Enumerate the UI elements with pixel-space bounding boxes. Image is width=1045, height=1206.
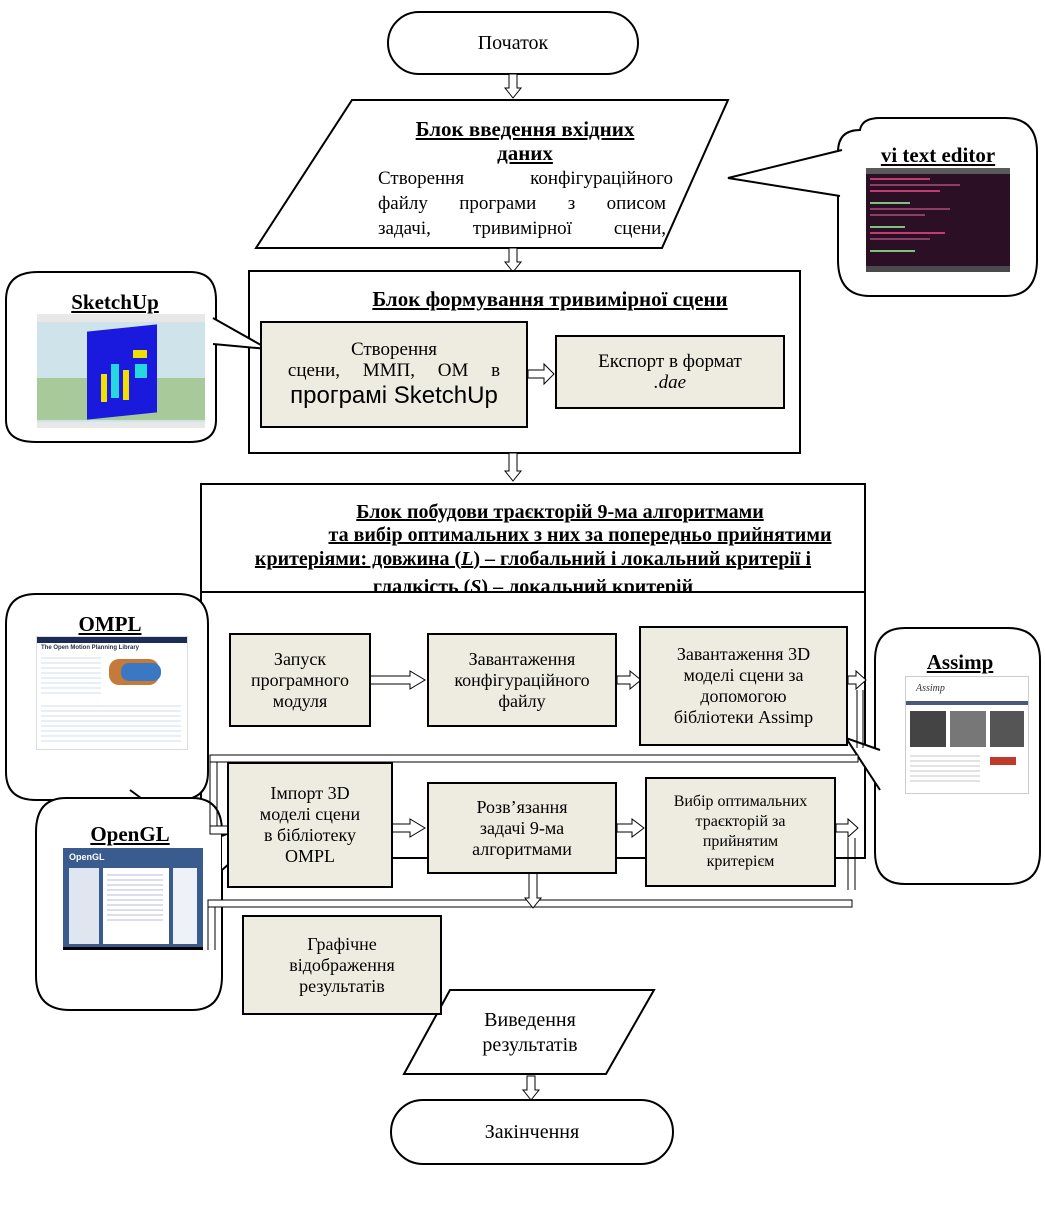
load-model-line: Завантаження 3D bbox=[676, 644, 811, 664]
output-line1: Виведення bbox=[484, 1009, 576, 1031]
assimp-callout-title: Assimp bbox=[926, 650, 994, 674]
end-terminal-shape bbox=[390, 1099, 674, 1165]
sketchup-screenshot bbox=[37, 314, 205, 428]
display-line: Графічне bbox=[307, 933, 377, 954]
import-line: в бібліотеку bbox=[264, 825, 356, 845]
input-block-text-line2: файлу програми з описом bbox=[378, 193, 666, 214]
trajectory-title-frame bbox=[200, 483, 866, 597]
input-block-shape bbox=[254, 99, 730, 249]
display-line: результатів bbox=[299, 975, 385, 996]
choose-line: Вибір оптимальних bbox=[673, 793, 808, 810]
trajectory-title-line1: Блок побудови траєкторій 9-ма алгоритмам… bbox=[356, 501, 764, 523]
ompl-screenshot: The Open Motion Planning Library bbox=[36, 636, 188, 750]
output-shape bbox=[402, 989, 656, 1075]
launch-line: Запуск bbox=[273, 648, 327, 669]
load-model-box: Завантаження 3D моделі сцени за допомого… bbox=[639, 626, 848, 746]
trajectory-title-line2: та вибір оптимальних з них за попередньо… bbox=[328, 524, 832, 546]
load-config-box: Завантаження конфігураційного файлу bbox=[427, 633, 617, 727]
assimp-screenshot: Assimp bbox=[905, 676, 1029, 794]
load-config-line: Завантаження bbox=[468, 648, 576, 669]
load-model-line: допомогою bbox=[700, 686, 787, 706]
input-block-title-line2: даних bbox=[497, 141, 553, 165]
opengl-screenshot: OpenGL bbox=[63, 848, 203, 950]
end-label: Закінчення bbox=[484, 1121, 580, 1143]
input-block-text-line1: Створення конфігураційного bbox=[378, 168, 673, 189]
load-model-line: бібліотеки Assimp bbox=[673, 707, 814, 727]
load-config-line: файлу bbox=[498, 690, 546, 711]
solve-line: алгоритмами bbox=[472, 838, 572, 859]
export-line2: .dae bbox=[653, 372, 687, 393]
launch-line: програмного bbox=[251, 669, 349, 690]
scene-block-title: Блок формування тривимірної сцени bbox=[372, 287, 728, 311]
input-block-title-line1: Блок введення вхідних bbox=[415, 117, 635, 141]
ompl-heading: The Open Motion Planning Library bbox=[41, 645, 140, 651]
output-line2: результатів bbox=[482, 1034, 578, 1056]
display-line: відображення bbox=[289, 954, 395, 975]
choose-optimal-box: Вибір оптимальних траєкторій за прийняти… bbox=[645, 777, 836, 887]
ompl-callout-title: OMPL bbox=[78, 612, 142, 636]
trajectory-title-line4: гладкість (S) – локальний критерій bbox=[372, 576, 694, 592]
vi-callout-title: vi text editor bbox=[880, 143, 996, 167]
start-label: Початок bbox=[477, 32, 549, 54]
solve-line: Розв’язання bbox=[476, 796, 568, 817]
launch-module-box: Запуск програмного модуля bbox=[229, 633, 371, 727]
hollow-arrow bbox=[503, 73, 523, 99]
opengl-callout-title: OpenGL bbox=[90, 822, 170, 846]
assimp-heading: Assimp bbox=[916, 683, 945, 694]
export-line1: Експорт в формат bbox=[598, 351, 742, 372]
load-config-line: конфігураційного bbox=[454, 669, 590, 690]
load-model-line: моделі сцени за bbox=[683, 665, 804, 685]
create-scene-box: Створення сцени, ММП, ОМ в програмі Sket… bbox=[260, 321, 528, 428]
display-results-box: Графічне відображення результатів bbox=[242, 915, 442, 1015]
create-scene-line1: Створення bbox=[350, 338, 438, 360]
create-scene-line3: програмі SketchUp bbox=[290, 381, 498, 409]
solve-task-box: Розв’язання задачі 9-ма алгоритмами bbox=[427, 782, 617, 874]
choose-line: критерієм bbox=[706, 853, 775, 870]
choose-line: прийнятим bbox=[702, 833, 779, 850]
trajectory-title-line3: критеріями: довжина (L) – глобальний і л… bbox=[254, 548, 812, 570]
export-box: Експорт в формат .dae bbox=[555, 335, 785, 409]
sketchup-callout-title: SketchUp bbox=[71, 290, 159, 314]
create-scene-line2: сцени, ММП, ОМ в bbox=[287, 359, 501, 381]
choose-line: траєкторій за bbox=[695, 813, 786, 830]
opengl-logo: OpenGL bbox=[69, 852, 105, 862]
input-block-text-line3: задачі, тривимірної сцени, bbox=[378, 218, 666, 238]
launch-line: модуля bbox=[272, 690, 328, 711]
import-model-box: Імпорт 3D моделі сцени в бібліотеку OMPL bbox=[227, 762, 393, 888]
vi-editor-screenshot bbox=[866, 168, 1010, 272]
import-line: OMPL bbox=[284, 846, 335, 866]
import-line: моделі сцени bbox=[259, 804, 361, 824]
import-line: Імпорт 3D bbox=[270, 783, 350, 803]
solve-line: задачі 9-ма bbox=[479, 817, 565, 838]
